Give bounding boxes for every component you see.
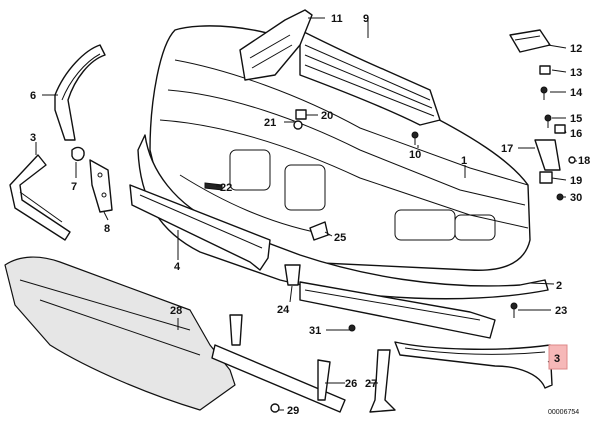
callout-30[interactable]: 30 xyxy=(570,192,582,204)
callout-27[interactable]: 27 xyxy=(365,378,377,390)
callout-20[interactable]: 20 xyxy=(321,110,333,122)
callout-24[interactable]: 24 xyxy=(277,304,290,316)
callout-19[interactable]: 19 xyxy=(570,175,582,187)
bracket-strip-part-4 xyxy=(129,184,271,271)
undertray-part-28 xyxy=(4,256,236,411)
callout-2[interactable]: 2 xyxy=(556,280,562,292)
callout-15[interactable]: 15 xyxy=(570,113,582,125)
fastener-parts xyxy=(204,65,576,413)
callout-18[interactable]: 18 xyxy=(578,155,590,167)
lower-trim-right-part-3 xyxy=(394,341,553,389)
callout-7[interactable]: 7 xyxy=(71,181,77,193)
bracket-part-8 xyxy=(89,159,113,213)
highlight-box xyxy=(548,344,568,370)
clip-part-7 xyxy=(71,146,85,162)
callout-1[interactable]: 1 xyxy=(461,155,467,167)
callout-6[interactable]: 6 xyxy=(30,90,36,102)
leader-lines xyxy=(35,17,577,411)
callout-12[interactable]: 12 xyxy=(570,43,582,55)
lower-spoiler-strip xyxy=(299,281,496,339)
bracket-strip-part-26 xyxy=(211,314,346,413)
callout-28[interactable]: 28 xyxy=(170,305,182,317)
diagram-reference-number: 00006754 xyxy=(548,409,579,416)
callout-16[interactable]: 16 xyxy=(570,128,582,140)
callout-23[interactable]: 23 xyxy=(555,305,567,317)
bracket-part-12 xyxy=(509,29,551,53)
bumper-cover-part-1 xyxy=(149,25,531,271)
callout-29[interactable]: 29 xyxy=(287,405,299,417)
brace-part-27 xyxy=(369,349,396,413)
callout-9[interactable]: 9 xyxy=(363,13,369,25)
callout-labels: 1 2 3 3 4 6 7 8 9 10 11 12 13 14 15 16 1… xyxy=(30,13,590,417)
grille-trim-part-6 xyxy=(54,44,106,141)
callout-3-left[interactable]: 3 xyxy=(30,132,36,144)
callout-26[interactable]: 26 xyxy=(345,378,357,390)
callout-8[interactable]: 8 xyxy=(104,223,110,235)
callout-17[interactable]: 17 xyxy=(501,143,513,155)
callout-3-right[interactable]: 3 xyxy=(554,353,560,365)
callout-13[interactable]: 13 xyxy=(570,67,582,79)
callout-4[interactable]: 4 xyxy=(174,261,181,273)
callout-25[interactable]: 25 xyxy=(334,232,346,244)
callout-11[interactable]: 11 xyxy=(331,13,343,25)
callout-10[interactable]: 10 xyxy=(409,149,421,161)
air-duct-part-11 xyxy=(239,9,313,81)
callout-22[interactable]: 22 xyxy=(220,182,232,194)
callout-21[interactable]: 21 xyxy=(264,117,276,129)
callout-14[interactable]: 14 xyxy=(570,87,583,99)
grille-mesh-part-9 xyxy=(299,29,441,126)
side-trim-left-part-3 xyxy=(9,154,71,241)
callout-31[interactable]: 31 xyxy=(309,325,321,337)
